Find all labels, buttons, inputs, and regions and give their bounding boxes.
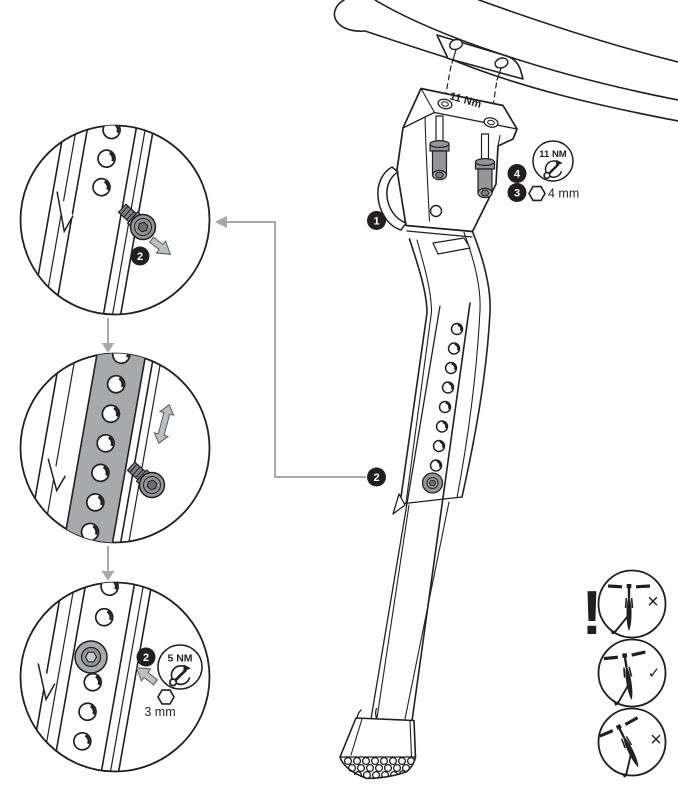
frame-hole-left bbox=[448, 38, 464, 51]
hex-key-3mm-icon bbox=[157, 689, 175, 705]
guide-item-correct-lean: ✓ bbox=[597, 638, 667, 708]
torque-5nm-label: 5 NM bbox=[167, 653, 192, 665]
callout-2-detail-a: 2 bbox=[130, 246, 150, 266]
leg-adjustment-holes bbox=[421, 322, 464, 494]
warning-exclamation: ! bbox=[582, 579, 603, 648]
torque-annotation: 4 11 NM 3 4 mm bbox=[507, 140, 579, 202]
svg-text:2: 2 bbox=[143, 652, 149, 664]
torque-5nm-circle bbox=[157, 644, 203, 690]
connectors bbox=[101, 215, 366, 581]
svg-text:4: 4 bbox=[514, 169, 521, 181]
bracket-hook bbox=[377, 166, 407, 231]
svg-text:3: 3 bbox=[514, 188, 520, 200]
hex-key-4mm-icon bbox=[528, 185, 546, 202]
svg-text:2: 2 bbox=[137, 251, 143, 263]
frame-hole-right bbox=[494, 57, 509, 69]
torque-11nm-label: 11 NM bbox=[539, 149, 567, 160]
leg-closeup-b bbox=[26, 353, 165, 543]
frame-mount-plate bbox=[436, 34, 524, 120]
kickstand-bracket: 11 Nm bbox=[396, 87, 518, 238]
guide-item-upright: × bbox=[597, 569, 667, 639]
adjuster-screw-tightened bbox=[74, 640, 108, 674]
bracket-spare-hole bbox=[429, 204, 443, 218]
wrong-mark: × bbox=[647, 591, 659, 613]
detail-view-tighten-screw: 2 5 NM 3 mm bbox=[19, 581, 211, 773]
connector-leg-to-detail bbox=[226, 221, 366, 478]
callout-2-detail-c: 2 bbox=[136, 647, 156, 667]
orientation-guide: ! × ✓ × bbox=[582, 569, 667, 780]
svg-text:2: 2 bbox=[373, 472, 379, 484]
leg-clamp-screw bbox=[421, 472, 444, 494]
callout-1: 1 bbox=[367, 211, 386, 230]
wrong-mark-2: × bbox=[650, 729, 662, 751]
main-figure: 11 Nm bbox=[333, 0, 678, 780]
callout-3: 3 bbox=[507, 183, 527, 202]
kickstand-leg bbox=[365, 230, 491, 723]
kickstand-foot bbox=[339, 707, 417, 780]
svg-text:1: 1 bbox=[373, 216, 379, 228]
correct-mark: ✓ bbox=[648, 665, 661, 682]
guide-item-over-lean: × bbox=[597, 707, 667, 780]
detail-view-adjust-length bbox=[19, 352, 211, 544]
hex-4mm-label: 4 mm bbox=[548, 187, 579, 201]
callout-2-main: 2 bbox=[367, 467, 386, 487]
detail-view-remove-screw: 2 bbox=[19, 124, 211, 316]
hex-3mm-label: 3 mm bbox=[144, 705, 175, 719]
callout-4: 4 bbox=[507, 164, 527, 183]
